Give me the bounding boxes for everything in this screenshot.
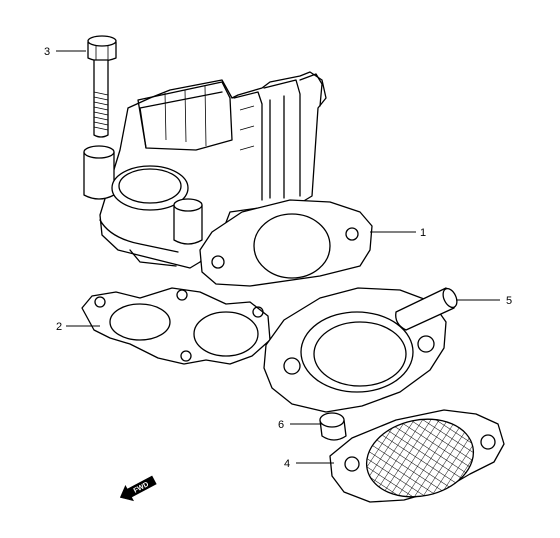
callout-3: 3 <box>44 46 50 58</box>
fwd-label: FWD <box>133 481 150 495</box>
insulator-holder-part <box>263 287 458 413</box>
callout-4: 4 <box>284 458 290 470</box>
callout-2: 2 <box>56 321 62 333</box>
callout-leaders <box>56 50 500 464</box>
flange-gasket-part <box>199 199 373 287</box>
lower-gasket-part <box>81 287 271 365</box>
bolt-part <box>87 35 117 138</box>
fwd-direction-marker: FWD <box>119 475 157 502</box>
screen-gasket-part <box>329 409 505 503</box>
callout-6: 6 <box>278 419 284 431</box>
arrow-left-icon <box>119 475 157 502</box>
callout-5: 5 <box>506 295 512 307</box>
throttle-body <box>83 71 327 269</box>
callout-1: 1 <box>420 227 426 239</box>
collar-part <box>319 412 347 441</box>
